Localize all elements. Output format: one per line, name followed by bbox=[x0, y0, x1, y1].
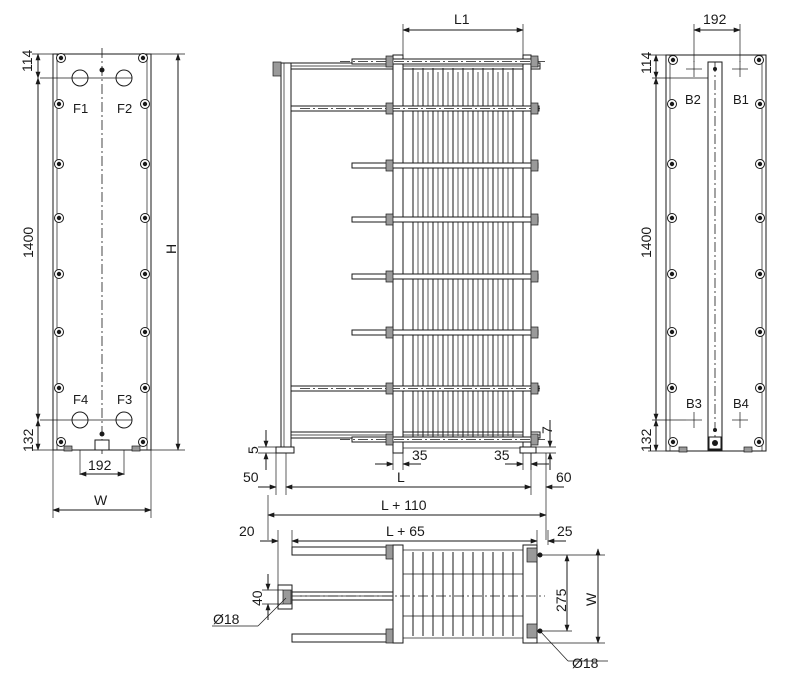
front-ports bbox=[40, 67, 133, 437]
front-bolt-holes bbox=[54, 53, 150, 447]
port-label-f2: F2 bbox=[117, 101, 132, 116]
dim-top-25: 25 bbox=[557, 523, 573, 539]
dim-top-275: 275 bbox=[553, 588, 569, 612]
side-plate-pack bbox=[402, 61, 524, 449]
port-label-b1: B1 bbox=[733, 92, 749, 107]
dim-front-w: W bbox=[94, 492, 108, 508]
top-pressure-plate bbox=[392, 544, 404, 644]
side-end-plate bbox=[522, 54, 532, 454]
dim-front-192: 192 bbox=[88, 457, 112, 473]
dim-rear-114: 114 bbox=[638, 51, 654, 74]
dim-top-40: 40 bbox=[249, 590, 265, 606]
dim-side-l: L bbox=[397, 469, 405, 485]
rear-bolt-holes bbox=[667, 55, 765, 447]
dim-rear-192: 192 bbox=[703, 11, 727, 27]
dim-top-hole-right: Ø18 bbox=[572, 655, 599, 671]
dim-front-132: 132 bbox=[20, 428, 36, 452]
side-fixed-frame bbox=[280, 62, 292, 454]
rear-view: B2 B1 B3 B4 192 114 1400 132 bbox=[638, 11, 767, 453]
dim-front-1400: 1400 bbox=[20, 227, 36, 258]
front-view: F1 F2 F4 F3 114 1400 132 H 192 W bbox=[19, 48, 185, 518]
port-label-f1: F1 bbox=[73, 101, 88, 116]
dim-rear-1400: 1400 bbox=[638, 227, 654, 258]
side-tie-rods bbox=[290, 55, 545, 446]
dim-rear-132: 132 bbox=[638, 428, 654, 452]
dim-side-l110: L + 110 bbox=[381, 497, 427, 513]
dim-side-7: 7 bbox=[539, 426, 555, 434]
top-end-plate bbox=[522, 544, 538, 644]
dim-top-hole-left: Ø18 bbox=[213, 611, 240, 627]
dim-top-l65: L + 65 bbox=[386, 523, 425, 539]
dim-side-50: 50 bbox=[243, 469, 259, 485]
dim-side-35-right: 35 bbox=[494, 447, 510, 463]
dim-side-5: 5 bbox=[245, 446, 261, 454]
top-view: 20 L + 65 25 40 Ø18 275 W Ø18 bbox=[212, 523, 608, 671]
side-pressure-plate bbox=[392, 54, 404, 454]
dim-front-114: 114 bbox=[19, 49, 35, 72]
dim-front-h: H bbox=[163, 244, 179, 254]
dim-top-20: 20 bbox=[239, 523, 255, 539]
dim-side-l1: L1 bbox=[454, 11, 470, 27]
dim-side-35-left: 35 bbox=[412, 447, 428, 463]
dim-top-w: W bbox=[583, 592, 599, 606]
port-label-b4: B4 bbox=[733, 396, 749, 411]
front-feet bbox=[63, 439, 141, 475]
port-label-f4: F4 bbox=[73, 392, 88, 407]
top-plate-pack bbox=[402, 549, 524, 639]
port-label-b2: B2 bbox=[685, 92, 701, 107]
side-view: L1 5 7 35 35 50 L 60 bbox=[243, 11, 572, 540]
dim-side-60: 60 bbox=[556, 469, 572, 485]
port-label-b3: B3 bbox=[686, 396, 702, 411]
port-label-f3: F3 bbox=[117, 392, 132, 407]
